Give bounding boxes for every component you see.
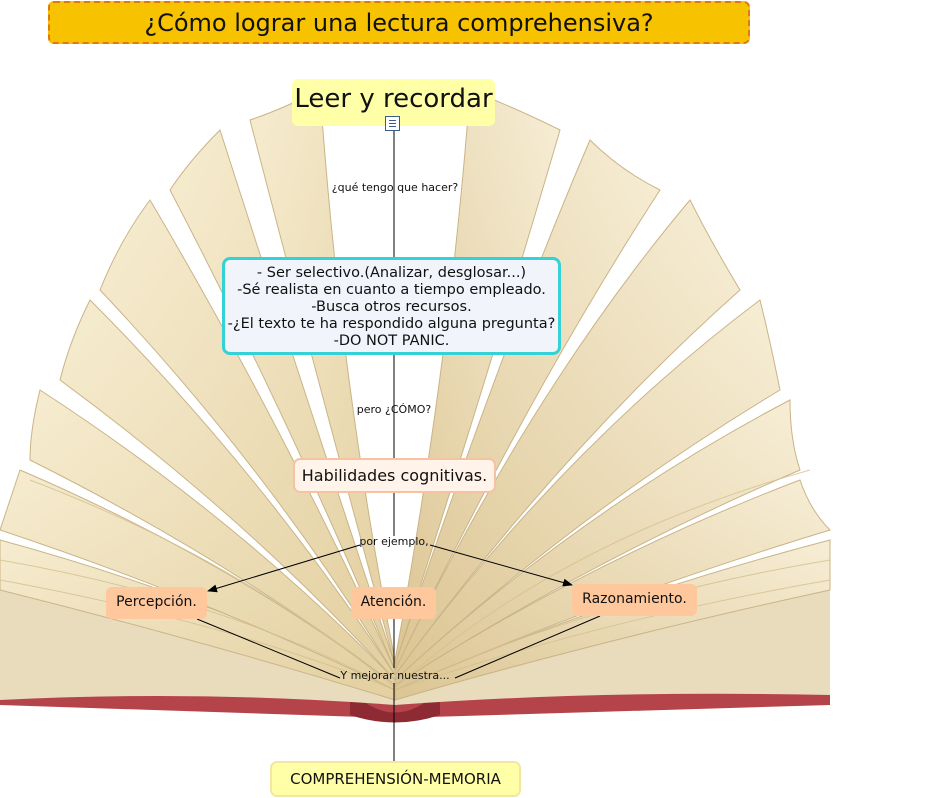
tips-list-node[interactable]: - Ser selectivo.(Analizar, desglosar...)… xyxy=(222,257,561,355)
atencion-node[interactable]: Atención. xyxy=(351,587,436,619)
percepcion-node[interactable]: Percepción. xyxy=(106,587,207,619)
razonamiento-node[interactable]: Razonamiento. xyxy=(572,584,697,616)
arrow-to-percepcion xyxy=(207,544,361,593)
arrow-to-razonamiento xyxy=(429,544,573,587)
link-label-mejorar: Y mejorar nuestra... xyxy=(340,669,450,682)
link-label-ejemplo: por ejemplo, xyxy=(359,535,429,548)
map-title: ¿Cómo lograr una lectura comprehensiva? xyxy=(48,1,750,44)
main-concept-node[interactable]: Leer y recordar xyxy=(292,79,495,126)
tip-item: - Ser selectivo.(Analizar, desglosar...) xyxy=(256,265,527,281)
tip-item: -¿El texto te ha respondido alguna pregu… xyxy=(227,316,556,332)
result-node[interactable]: COMPREHENSIÓN-MEMORIA xyxy=(270,761,521,797)
tip-item: -DO NOT PANIC. xyxy=(333,333,450,349)
tip-item: -Busca otros recursos. xyxy=(311,299,472,315)
habilidades-node[interactable]: Habilidades cognitivas. xyxy=(293,458,496,493)
document-icon[interactable] xyxy=(385,116,400,131)
link-label-como: pero ¿CÓMO? xyxy=(356,403,432,416)
tip-item: -Sé realista en cuanto a tiempo empleado… xyxy=(237,282,546,298)
link-label-que-hacer: ¿qué tengo que hacer? xyxy=(331,181,459,194)
link-line-percepcion-to-mejorar xyxy=(196,618,341,679)
link-line-razonamiento-to-mejorar xyxy=(454,615,601,679)
